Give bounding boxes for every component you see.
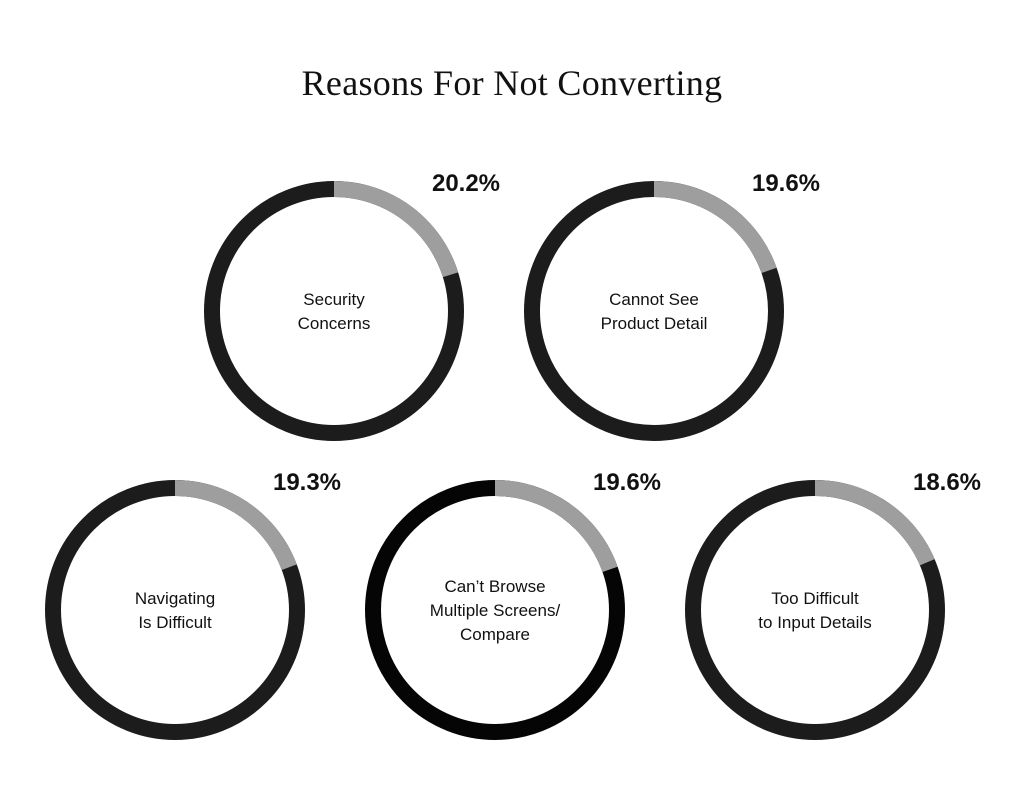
donut-value-label: 19.6% bbox=[593, 469, 661, 496]
chart-title: Reasons For Not Converting bbox=[301, 63, 723, 103]
donut-category-label: Too Difficult to Input Details bbox=[758, 589, 871, 632]
donut-segment bbox=[653, 181, 777, 274]
donut-segment bbox=[333, 181, 459, 278]
donut-segment bbox=[494, 480, 618, 573]
donut-label-line: Security bbox=[303, 290, 365, 309]
donut-value-label: 19.3% bbox=[273, 469, 341, 496]
donut-label-line: Too Difficult bbox=[771, 589, 859, 608]
donut-label-line: Multiple Screens/ bbox=[430, 601, 561, 620]
donut-segment bbox=[174, 480, 297, 571]
donut-value-label: 20.2% bbox=[432, 170, 500, 197]
donut-label-line: Can’t Browse bbox=[444, 577, 545, 596]
donut-label-line: Is Difficult bbox=[138, 613, 212, 632]
donut-category-label: Navigating Is Difficult bbox=[135, 589, 215, 632]
donut-value-label: 18.6% bbox=[913, 469, 981, 496]
donut-value-label: 19.6% bbox=[752, 170, 820, 197]
donut-3: Navigating Is Difficult 19.3% bbox=[45, 469, 341, 740]
donut-label-line: Cannot See bbox=[609, 290, 699, 309]
donut-segment bbox=[814, 480, 935, 566]
donut-label-line: Navigating bbox=[135, 589, 215, 608]
donut-label-line: Compare bbox=[460, 625, 530, 644]
donut-label-line: to Input Details bbox=[758, 613, 871, 632]
donut-label-line: Product Detail bbox=[601, 314, 708, 333]
donut-label-line: Concerns bbox=[298, 314, 371, 333]
donut-5: Too Difficult to Input Details 18.6% bbox=[685, 469, 981, 740]
